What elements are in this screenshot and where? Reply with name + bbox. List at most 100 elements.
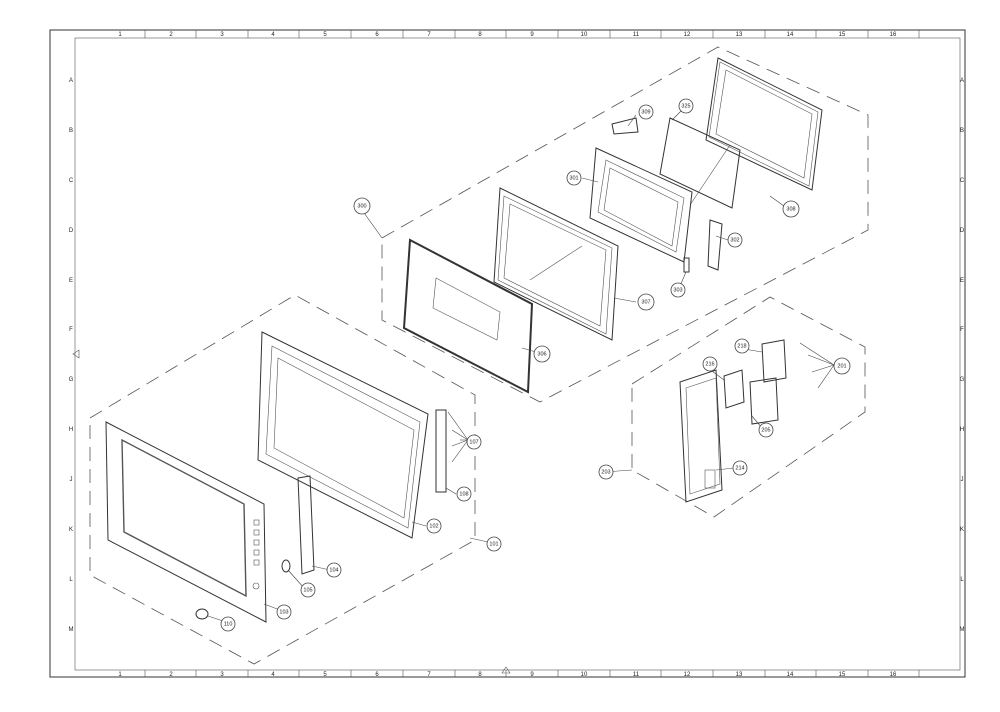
col-label: 11 [633, 672, 640, 678]
col-label: 13 [736, 32, 743, 38]
col-label: 5 [323, 672, 327, 678]
callout-306: 306 [533, 345, 551, 363]
col-label: 8 [478, 32, 482, 38]
part-301-chassis [589, 117, 693, 263]
part-218-module [761, 339, 787, 383]
callout-102: 102 [426, 518, 442, 534]
col-label: 1 [118, 672, 122, 678]
col-label: 10 [581, 672, 588, 678]
col-label: 8 [478, 672, 482, 678]
callout-108-label: 108 [459, 491, 468, 497]
row-label: L [960, 577, 964, 583]
callout-307-label: 307 [641, 299, 650, 305]
col-label: 16 [890, 32, 897, 38]
row-label: M [960, 627, 965, 633]
part-103-front-panel [105, 421, 267, 623]
grid-row-labels: A B C D E F G H J K L M A B C D E F G H … [69, 78, 965, 633]
row-label: K [69, 527, 73, 533]
col-label: 6 [375, 32, 379, 38]
row-label: E [960, 278, 964, 284]
callout-218-label: 218 [737, 343, 746, 349]
callout-105: 105 [300, 582, 316, 598]
row-label: K [960, 527, 964, 533]
col-label: 6 [375, 672, 379, 678]
callout-203-label: 203 [601, 469, 610, 475]
group-203-boundary [631, 296, 866, 518]
callout-306-label: 306 [537, 351, 546, 357]
row-label: B [69, 128, 73, 134]
col-label: 2 [169, 672, 173, 678]
callout-104: 104 [326, 562, 342, 578]
callout-302-label: 302 [730, 237, 739, 243]
callout-110: 110 [220, 616, 236, 632]
row-label: C [960, 178, 965, 184]
callout-300-label: 300 [357, 203, 366, 209]
row-label: F [960, 327, 964, 333]
row-label: E [69, 278, 73, 284]
callout-303-label: 303 [673, 287, 682, 293]
row-label: D [69, 228, 74, 234]
callout-110-label: 110 [224, 621, 233, 627]
row-label: L [69, 577, 73, 583]
col-label: 12 [684, 32, 691, 38]
callout-300: 300 [353, 197, 371, 215]
part-105-knob [195, 559, 291, 620]
callout-214-label: 214 [735, 465, 744, 471]
callout-105-label: 105 [303, 587, 312, 593]
part-102-frame [257, 331, 429, 539]
callout-101: 101 [486, 536, 502, 552]
col-label: 11 [633, 32, 640, 38]
callout-107: 107 [466, 434, 482, 450]
callout-216-label: 216 [705, 361, 714, 367]
part-216-board [723, 369, 745, 409]
col-label: 13 [736, 672, 743, 678]
grid-ticks [144, 30, 920, 677]
group-300-boundary [381, 46, 869, 403]
callout-103-label: 103 [279, 609, 288, 615]
callout-203: 203 [598, 464, 614, 480]
callout-308-label: 308 [786, 206, 795, 212]
center-mark-left [72, 349, 80, 359]
row-label: M [69, 627, 74, 633]
part-107-button-strip [435, 409, 469, 493]
row-label: D [960, 228, 965, 234]
row-label: B [960, 128, 964, 134]
callout-301: 301 [566, 170, 582, 186]
col-label: 3 [220, 672, 224, 678]
callout-307: 307 [637, 293, 655, 311]
col-label: 15 [839, 32, 846, 38]
callout-301-label: 301 [569, 175, 578, 181]
row-label: H [960, 427, 964, 433]
col-label: 9 [530, 32, 534, 38]
row-label: G [960, 377, 965, 383]
col-label: 7 [427, 672, 431, 678]
grid-column-labels-top: 1 2 3 4 5 6 7 8 9 10 11 12 13 14 15 16 [118, 32, 897, 38]
inner-border [74, 37, 961, 671]
col-label: 14 [787, 32, 794, 38]
callout-308: 308 [782, 200, 800, 218]
callout-104-label: 104 [329, 567, 338, 573]
screws-201 [799, 342, 835, 389]
callout-201-label: 201 [837, 363, 846, 369]
callout-214: 214 [732, 460, 748, 476]
callout-309-label: 309 [641, 109, 650, 115]
outer-border [49, 29, 966, 678]
callout-201: 201 [833, 357, 851, 375]
callout-205: 205 [758, 422, 774, 438]
part-214-housing [679, 369, 723, 503]
col-label: 9 [530, 672, 534, 678]
callout-216: 216 [702, 356, 718, 372]
callout-303: 303 [670, 282, 686, 298]
row-label: C [69, 178, 74, 184]
col-label: 4 [271, 32, 275, 38]
col-label: 5 [323, 32, 327, 38]
part-306-glass-front [402, 238, 534, 394]
callout-108: 108 [456, 486, 472, 502]
col-label: 14 [787, 672, 794, 678]
callout-218: 218 [734, 338, 750, 354]
part-104-board [297, 475, 315, 575]
col-label: 1 [118, 32, 122, 38]
col-label: 7 [427, 32, 431, 38]
